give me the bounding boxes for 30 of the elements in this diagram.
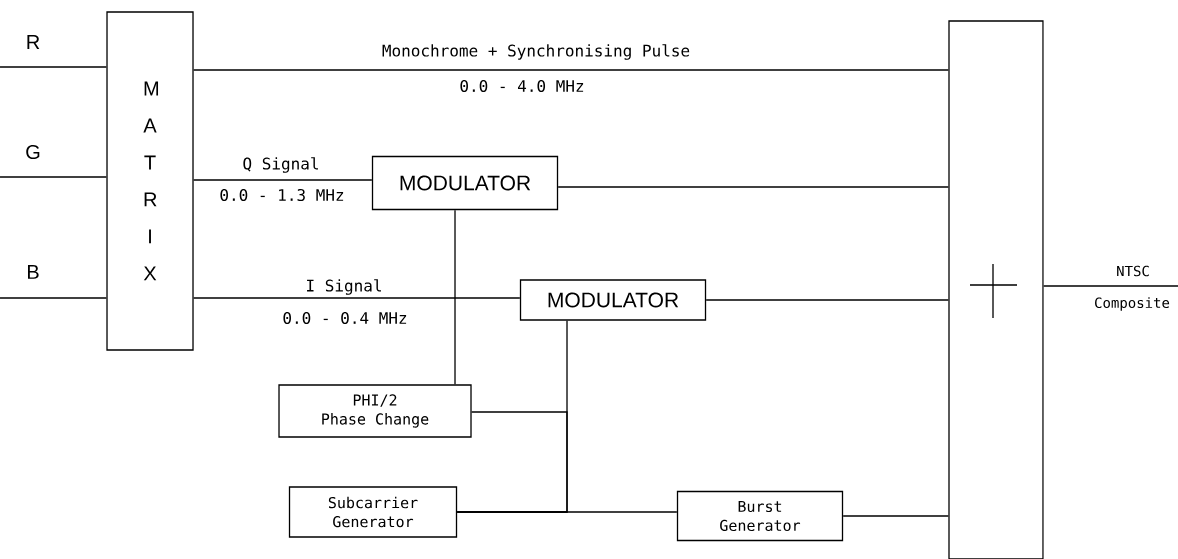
signal-line: [842, 515, 949, 517]
signal-line: [0, 176, 107, 178]
signal-line: [193, 297, 521, 299]
signal-line: [456, 511, 678, 513]
signal-line: [1043, 285, 1178, 287]
edge-label: R: [24, 34, 42, 50]
signal-line: [0, 66, 107, 68]
modulator-box: MODULATOR: [519, 279, 707, 321]
process-box: Burst Generator: [676, 490, 844, 542]
process-box: Subcarrier Generator: [288, 486, 458, 538]
signal-line: [0, 297, 107, 299]
signal-line: [557, 186, 949, 188]
edge-label: B: [25, 264, 41, 280]
edge-label: I Signal: [304, 278, 384, 296]
edge-label: Monochrome + Synchronising Pulse: [380, 43, 692, 61]
signal-line: [454, 209, 456, 385]
signal-line: [193, 69, 949, 71]
matrix-box: M A T R I X: [106, 11, 194, 351]
signal-line: [193, 179, 373, 181]
edge-label: Q Signal: [241, 156, 321, 174]
signal-label: NTSC: [1117, 265, 1149, 277]
signal-label: 0.0 - 1.3 MHz: [220, 188, 344, 202]
process-box: PHI/2 Phase Change: [278, 384, 472, 438]
adder-box: [948, 20, 1044, 559]
modulator-box: MODULATOR: [371, 155, 559, 211]
signal-label: 0.0 - 0.4 MHz: [283, 311, 407, 325]
edge-label: G: [24, 143, 42, 161]
signal-label: 0.0 - 4.0 MHz: [460, 79, 584, 93]
signal-line: [705, 299, 949, 301]
signal-label: Composite: [1095, 297, 1170, 311]
